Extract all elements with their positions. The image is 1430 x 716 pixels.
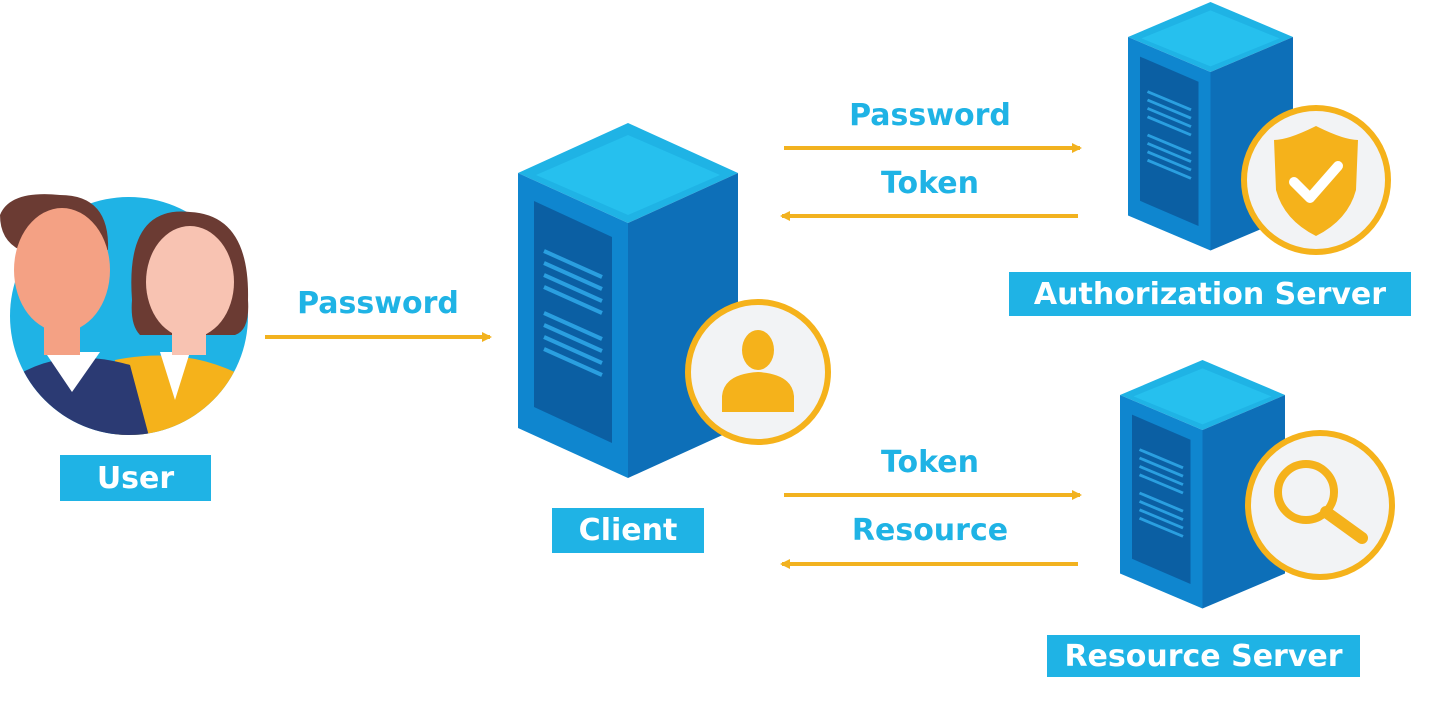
resource-server-label: Resource Server bbox=[1047, 635, 1360, 677]
client-label: Client bbox=[552, 508, 704, 553]
flow-label-auth-to-client: Token bbox=[881, 166, 979, 201]
flow-label-resource-to-client: Resource bbox=[851, 513, 1009, 548]
client-server-icon bbox=[516, 121, 740, 480]
shield-check-icon bbox=[1241, 105, 1391, 255]
user-silhouette-icon bbox=[685, 299, 831, 445]
flow-label-client-to-resource: Token bbox=[881, 445, 979, 480]
authorization-server-label: Authorization Server bbox=[1009, 272, 1411, 316]
magnifier-icon bbox=[1245, 430, 1395, 580]
people-icon bbox=[0, 194, 249, 435]
user-label: User bbox=[60, 455, 211, 501]
flow-label-client-to-auth: Password bbox=[849, 98, 1011, 133]
flow-label-user-to-client: Password bbox=[297, 286, 459, 321]
